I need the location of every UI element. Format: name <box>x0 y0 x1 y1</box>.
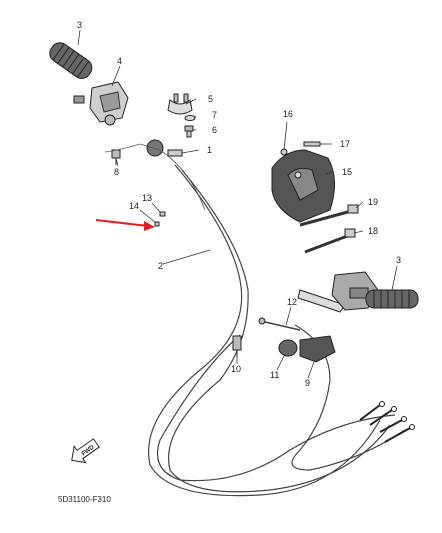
callout-2: 2 <box>158 261 163 271</box>
callout-5: 5 <box>208 94 213 104</box>
screw-part-14 <box>154 221 160 227</box>
lever-holder-part-9 <box>299 335 336 363</box>
callout-10: 10 <box>231 364 241 374</box>
callout-18: 18 <box>368 226 378 236</box>
callout-1: 1 <box>207 145 212 155</box>
screw-part-8 <box>111 149 121 165</box>
callout-15: 15 <box>342 167 352 177</box>
callout-12: 12 <box>287 297 297 307</box>
callout-labels: 3 4 5 7 6 1 8 13 14 2 3 16 17 15 19 18 1… <box>77 20 401 388</box>
callout-4: 4 <box>117 56 122 66</box>
handlebar-part-2 <box>92 109 345 289</box>
callout-3-left: 3 <box>77 20 82 30</box>
cable-tie-part-18 <box>304 228 356 254</box>
callout-3-right: 3 <box>396 255 401 265</box>
band-part-17 <box>303 141 321 147</box>
callout-13: 13 <box>142 193 152 203</box>
callout-17: 17 <box>340 139 350 149</box>
cable-tie-part-19 <box>299 204 359 227</box>
washer-part-7 <box>184 115 196 121</box>
callout-6: 6 <box>212 125 217 135</box>
callout-8: 8 <box>114 167 119 177</box>
highlight-arrow <box>95 219 155 231</box>
control-cables <box>148 164 406 497</box>
boot-part-11 <box>278 339 298 357</box>
callout-11: 11 <box>270 370 279 380</box>
throttle-cable-part-1 <box>104 143 206 211</box>
leader-lines <box>77 29 398 379</box>
clip-part-13 <box>159 211 166 217</box>
callout-7: 7 <box>212 110 217 120</box>
callout-14: 14 <box>129 201 139 211</box>
cable-part-12 <box>258 317 301 331</box>
left-grip-part-3 <box>49 42 93 79</box>
handlebar-cover-part-15 <box>271 149 335 223</box>
diagram-code: 5D31100-F310 <box>58 495 111 504</box>
bolt-part-6 <box>184 125 194 138</box>
clamp-part-5 <box>167 93 193 115</box>
forward-badge: FWD <box>71 438 100 464</box>
callout-19: 19 <box>368 197 378 207</box>
callout-9: 9 <box>305 378 310 388</box>
cable-ends <box>359 401 415 443</box>
right-grip-part-3 <box>365 289 419 309</box>
right-lever-assembly <box>297 271 379 313</box>
throttle-housing-part-4 <box>73 81 129 126</box>
callout-16: 16 <box>283 109 293 119</box>
